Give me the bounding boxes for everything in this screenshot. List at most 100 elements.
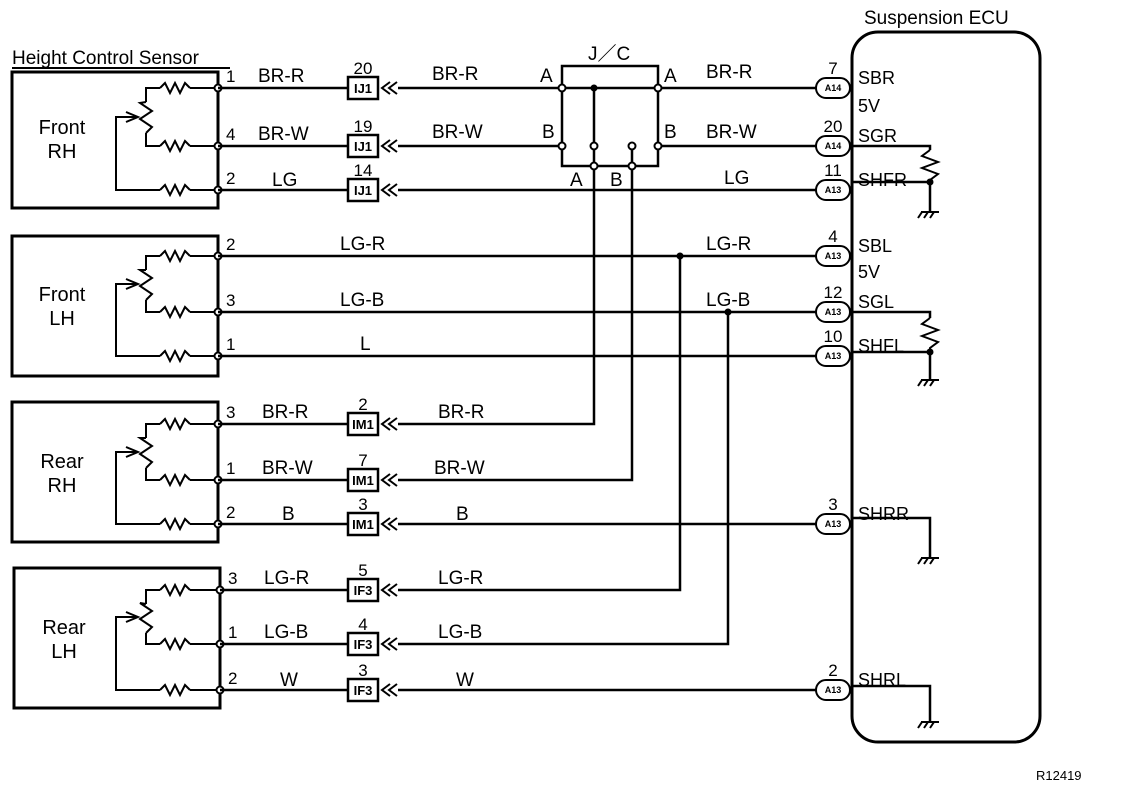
wire-color: BR-W: [432, 122, 483, 143]
pin-label: 3: [226, 291, 235, 310]
connector-label: IJ1: [354, 81, 372, 96]
ecu-connector-code: A13: [825, 251, 842, 261]
jc-letter: B: [542, 122, 555, 143]
ecu-pin-number: 3: [828, 495, 837, 514]
ecu-title: Suspension ECU: [864, 8, 1009, 29]
sensor-label-2: RH: [48, 475, 77, 497]
ecu-pin-number: 11: [824, 161, 842, 180]
sensor-front-lh: Front LH: [10, 234, 220, 378]
wire-color: LG-R: [340, 234, 385, 255]
ecu-pin-number: 20: [824, 117, 843, 136]
ecu-5v-label: 5V: [858, 262, 880, 282]
wire-color: LG: [724, 168, 749, 189]
wires: [218, 64, 932, 722]
ecu-connector: A13 11 SHFR: [815, 161, 907, 201]
wire-color: L: [360, 334, 371, 355]
reference-code: R12419: [1036, 768, 1082, 783]
sensor-rear-lh: Rear LH: [12, 566, 222, 710]
ecu-connector-code: A14: [825, 141, 842, 151]
pin-label: 2: [226, 169, 235, 188]
sensor-label-2: LH: [49, 308, 75, 330]
connector-pin: 19: [354, 117, 373, 136]
wire-color: LG-B: [438, 622, 482, 643]
wire-color: BR-R: [706, 62, 752, 83]
junction-dots: [557, 83, 934, 356]
pin-label: 1: [226, 67, 235, 86]
pin-label: 1: [228, 623, 237, 642]
jc-letter: B: [610, 170, 623, 191]
wire-color: LG: [272, 170, 297, 191]
ecu-connector: A14 20 SGR: [815, 117, 897, 157]
ecu-signal-name: SGR: [858, 126, 897, 146]
connector-label: IM1: [352, 417, 374, 432]
pin-label: 2: [226, 235, 235, 254]
pin-label: 3: [228, 569, 237, 588]
wire-color: BR-W: [434, 458, 485, 479]
jc-letter: B: [664, 122, 677, 143]
ecu-signal-name: SHFR: [858, 170, 907, 190]
wire-color: LG-B: [340, 290, 384, 311]
ecu-signal-name: SHRR: [858, 504, 909, 524]
jc-label: J／C: [588, 43, 630, 65]
connector-pin: 3: [358, 495, 367, 514]
wire-color: W: [280, 670, 298, 691]
connector-pin: 3: [358, 661, 367, 680]
wire-colors-right: BR-R BR-W LG LG-R LG-B: [706, 62, 757, 311]
ecu-signal-name: SHFL: [858, 336, 904, 356]
connector-label: IJ1: [354, 183, 372, 198]
connector-label: IM1: [352, 473, 374, 488]
pin-label: 1: [226, 459, 235, 478]
connector-label: IJ1: [354, 139, 372, 154]
sensor-label-2: LH: [51, 641, 77, 663]
pin-label: 3: [226, 403, 235, 422]
wire-color: LG-B: [264, 622, 308, 643]
connector-pin: 4: [358, 615, 367, 634]
junction-connector: J／C A B A B A B: [540, 43, 677, 191]
ecu-connector-code: A13: [825, 307, 842, 317]
connector-pin: 7: [358, 451, 367, 470]
wire-color: W: [456, 670, 474, 691]
connector-label: IF3: [354, 683, 373, 698]
ecu-signal-name: SHRL: [858, 670, 906, 690]
wire-colors-mid: BR-R BR-W BR-R BR-W B LG-R LG-B W: [432, 64, 485, 691]
sensor-rear-rh: Rear RH: [10, 400, 220, 544]
sensor-potentiometers: [115, 80, 225, 698]
sensor-front-rh: Front RH: [10, 70, 220, 210]
sensor-title: Height Control Sensor: [12, 48, 200, 69]
ground-symbols: [917, 211, 939, 729]
ecu-connector-code: A13: [825, 685, 842, 695]
ecu-box: [850, 30, 1042, 744]
connector-label: IF3: [354, 583, 373, 598]
connector-label: IF3: [354, 637, 373, 652]
wire-color: BR-W: [706, 122, 757, 143]
pin-label: 2: [226, 503, 235, 522]
jc-letter: A: [570, 170, 583, 191]
wire-color: LG-R: [706, 234, 751, 255]
ecu-pin-number: 12: [824, 283, 843, 302]
ecu-pin-number: 10: [824, 327, 843, 346]
ecu-signal-name: SBL: [858, 236, 892, 256]
wire-color: BR-R: [432, 64, 478, 85]
ecu-connector-code: A13: [825, 185, 842, 195]
wire-color: B: [282, 504, 295, 525]
sensor-pins: 1 4 2 2 3 1 3 1 2 3 1 2: [226, 67, 237, 688]
ecu-connector: A13 4 SBL: [815, 227, 892, 267]
wire-colors-left: BR-R BR-W LG LG-R LG-B L BR-R BR-W B LG-…: [258, 66, 385, 691]
jc-letter: A: [664, 66, 677, 87]
wire-color: BR-R: [438, 402, 484, 423]
pin-label: 1: [226, 335, 235, 354]
ecu-signal-name: SGL: [858, 292, 894, 312]
ecu-pin-number: 4: [828, 227, 837, 246]
connector-pin: 5: [358, 561, 367, 580]
